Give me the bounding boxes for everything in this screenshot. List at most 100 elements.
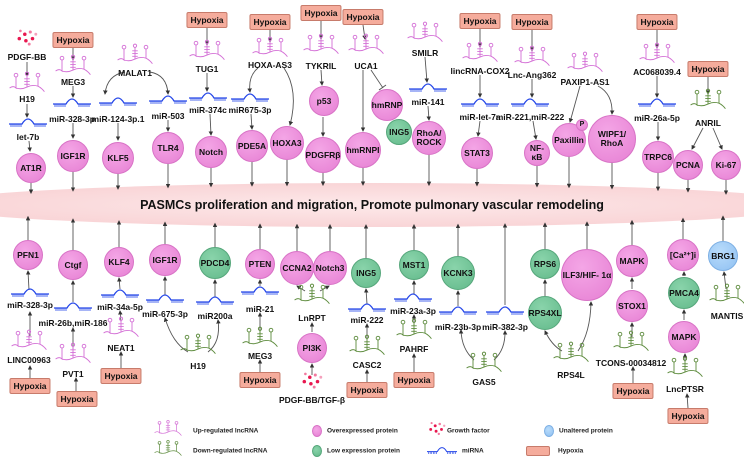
mirna-icon <box>241 283 279 301</box>
lncrna-label: MANTIS <box>710 311 744 321</box>
mirna-icon <box>53 95 91 113</box>
mirna-icon <box>638 95 676 113</box>
mirna-label: let-7b <box>16 132 40 142</box>
legend-growth-factor-icon <box>428 421 446 441</box>
arrow <box>568 85 581 123</box>
protein-rps6: RPS6 <box>530 249 560 279</box>
mirna-label: miR675-3p <box>228 105 272 115</box>
arrow <box>597 85 615 115</box>
protein-ing5: ING5 <box>386 119 412 145</box>
mirna-icon <box>99 94 137 112</box>
arrow <box>163 317 189 353</box>
mirna-icon <box>439 303 477 321</box>
downregulated-lncrna-icon <box>178 334 218 361</box>
legend-overexpressed-icon <box>312 425 322 437</box>
arrow <box>691 127 704 150</box>
downregulated-lncrna-icon <box>292 284 332 311</box>
legend-hypoxia-icon <box>526 446 550 456</box>
outcome-title: PASMCs proliferation and migration, Prom… <box>140 198 604 212</box>
mirna-icon <box>486 303 524 321</box>
arrow <box>476 120 481 137</box>
hypoxia-box: Hypoxia <box>612 383 654 399</box>
protein-ki-67: Ki-67 <box>711 150 741 180</box>
protein-hoxa3: HOXA3 <box>270 126 304 160</box>
hypoxia-box: Hypoxia <box>186 12 228 28</box>
growth-factor-icon <box>301 372 323 395</box>
hypoxia-box: Hypoxia <box>52 32 94 48</box>
mirna-icon <box>461 95 499 113</box>
legend-low-expression-icon <box>312 445 322 457</box>
mirna-icon <box>409 80 447 98</box>
mirna-label: miR-675-3p <box>142 309 188 319</box>
legend-lncrna-down-icon <box>153 440 183 462</box>
mirna-label: miR-26a-5p <box>634 113 680 123</box>
protein-brg1: BRG1 <box>708 241 738 271</box>
protein-mapk: MAPK <box>668 321 700 353</box>
protein-pdgfr: PDGFRβ <box>305 137 341 173</box>
hypoxia-box: Hypoxia <box>300 5 342 21</box>
upregulated-lncrna-icon <box>405 22 445 49</box>
downregulated-lncrna-icon <box>688 89 728 116</box>
arrow <box>25 270 31 291</box>
mirna-label: miR200a <box>197 311 233 321</box>
hypoxia-box: Hypoxia <box>9 378 51 394</box>
mirna-label: miR-21 <box>245 304 275 314</box>
protein-stox1: STOX1 <box>616 290 648 322</box>
legend-label: Growth factor <box>447 427 490 435</box>
mirna-icon <box>149 92 187 110</box>
arrow <box>424 56 429 83</box>
protein-ccna2: CCNA2 <box>280 251 314 285</box>
mirna-label: miR-34a-5p <box>97 302 143 312</box>
mirna-label: miR-26b,miR-186 <box>38 318 108 328</box>
upregulated-lncrna-icon <box>565 52 605 79</box>
hypoxia-box: Hypoxia <box>687 61 729 77</box>
mirna-icon <box>54 299 92 317</box>
arrow <box>296 285 306 292</box>
lncrna-label: H19 <box>190 361 206 371</box>
lncrna-label: PAXIP1-AS1 <box>560 77 610 87</box>
lncrna-label: ANRIL <box>695 118 721 128</box>
mirna-icon <box>511 95 549 113</box>
protein-ing5: ING5 <box>351 258 381 288</box>
protein-notch: Notch <box>195 136 227 168</box>
lncrna-label: PAHRF <box>399 344 429 354</box>
protein-hmrnpi: hmRNPI <box>345 132 381 168</box>
mirna-label: miR-221,miR-222 <box>495 112 565 122</box>
upregulated-lncrna-icon <box>512 46 552 73</box>
protein-p53: p53 <box>309 86 339 116</box>
downregulated-lncrna-icon <box>394 319 434 346</box>
arrow <box>426 105 431 121</box>
legend-lncrna-up-icon <box>153 420 183 442</box>
mirna-label: miR-23b-3p <box>434 322 482 332</box>
legend-label: Overexpressed protein <box>327 427 398 435</box>
arrow <box>532 120 538 140</box>
legend-label: Low expression protein <box>327 447 400 455</box>
protein-ctgf: Ctgf <box>58 250 88 280</box>
lncrna-label: PVT1 <box>62 369 84 379</box>
lncrna-label: HOXA-AS3 <box>248 60 292 70</box>
protein-pi3k: PI3K <box>297 333 327 363</box>
downregulated-lncrna-icon <box>665 357 705 384</box>
protein-p: P <box>576 119 588 131</box>
protein-tlr4: TLR4 <box>152 132 184 164</box>
downregulated-lncrna-icon <box>707 284 744 311</box>
upregulated-lncrna-icon <box>187 40 227 67</box>
arrow <box>283 67 294 126</box>
arrow <box>103 71 126 95</box>
upregulated-lncrna-icon <box>637 43 677 70</box>
hypoxia-box: Hypoxia <box>346 382 388 398</box>
arrow <box>117 277 122 290</box>
hypoxia-box: Hypoxia <box>342 9 384 25</box>
arrow <box>207 319 221 353</box>
protein-notch3: Notch3 <box>313 251 347 285</box>
downregulated-lncrna-icon <box>551 342 591 369</box>
hypoxia-box: Hypoxia <box>511 14 553 30</box>
inhibition-line <box>370 69 384 89</box>
protein-pten: PTEN <box>245 249 275 279</box>
growth-factor-label: PDGF-BB/TGF-β <box>278 395 346 405</box>
protein-pmca4: PMCA4 <box>668 277 700 309</box>
lncrna-label: TCONS-00034812 <box>595 358 667 368</box>
lncrna-label: UCA1 <box>354 61 378 71</box>
arrow <box>577 301 594 352</box>
